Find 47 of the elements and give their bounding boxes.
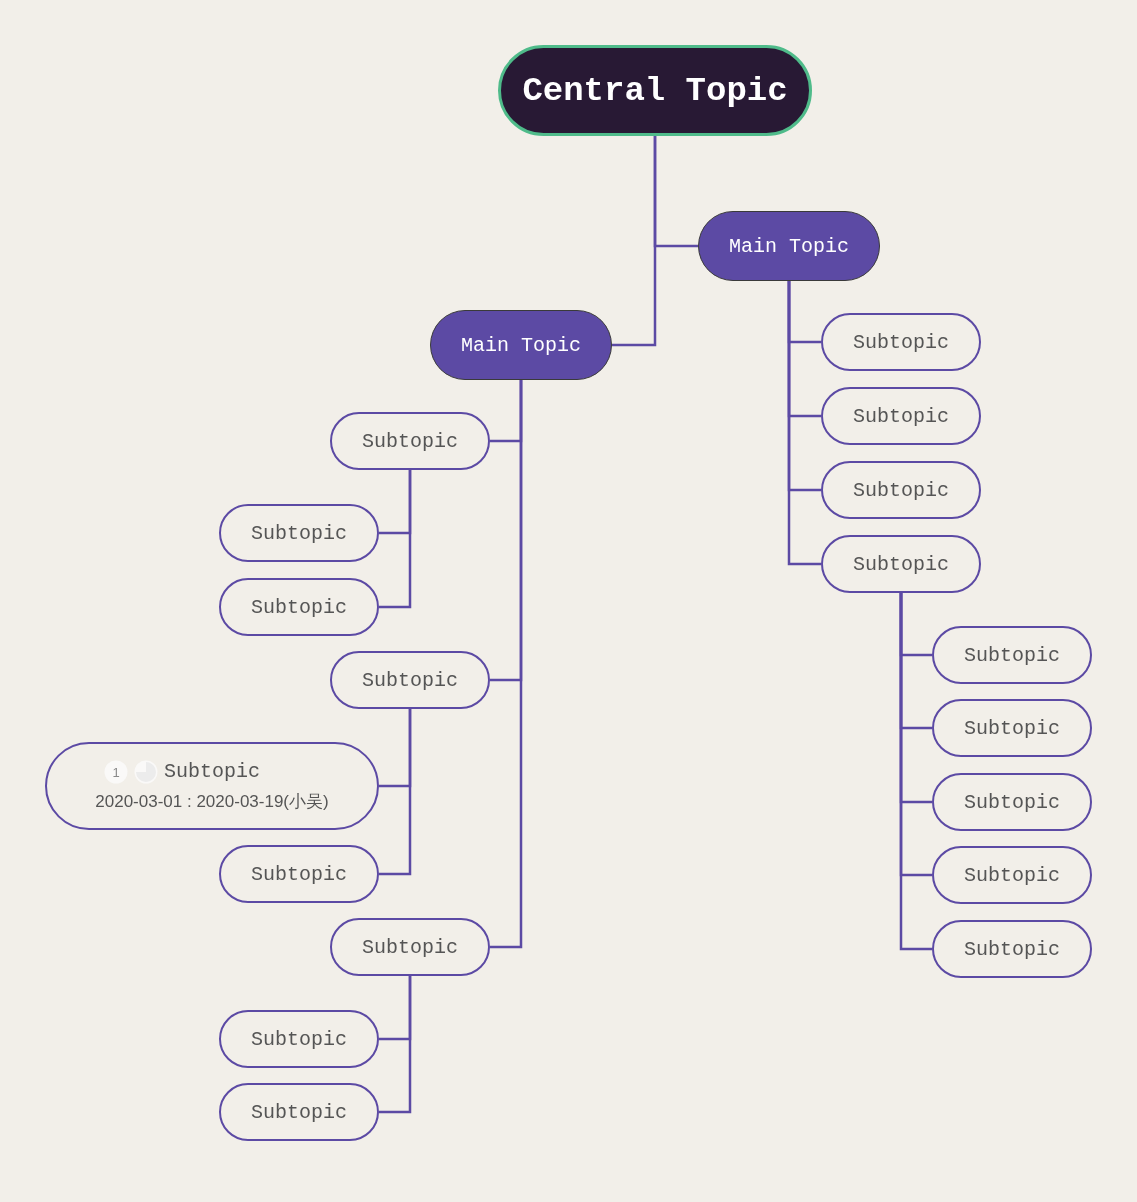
connector-line <box>490 380 523 949</box>
topic-text: Main Topic <box>729 234 849 258</box>
subtopic-box <box>932 626 1092 684</box>
subtopic-box <box>330 412 490 470</box>
topic-text: Central Topic <box>522 71 788 110</box>
subtopic-box <box>932 773 1092 831</box>
topic-text: Subtopic <box>251 862 347 886</box>
subtopic-box <box>932 920 1092 978</box>
subtopic-box <box>821 387 981 445</box>
topic-text: Subtopic <box>964 716 1060 740</box>
subtopic-box <box>821 313 981 371</box>
connector-line <box>379 470 412 609</box>
topic-text: Subtopic <box>362 668 458 692</box>
topic-text: Subtopic <box>853 404 949 428</box>
date-range-text: 2020-03-01 : 2020-03-19(小吴) <box>95 790 329 813</box>
topic-text: Subtopic <box>251 1027 347 1051</box>
subtopic-box <box>932 699 1092 757</box>
subtopic-box <box>932 846 1092 904</box>
subtopic-box <box>219 1010 379 1068</box>
connector-line <box>787 281 821 566</box>
topic-text: Subtopic <box>853 552 949 576</box>
connector-line <box>379 709 412 876</box>
topic-text: Subtopic <box>964 863 1060 887</box>
topic-text: Subtopic <box>164 760 260 783</box>
topic-text: Subtopic <box>251 595 347 619</box>
priority-icon: 1 <box>104 759 128 784</box>
topic-text: Main Topic <box>461 333 581 357</box>
topic-text: Subtopic <box>964 937 1060 961</box>
subtopic-box <box>219 578 379 636</box>
connector-line <box>612 136 657 347</box>
subtopic-box <box>219 845 379 903</box>
topic-text: Subtopic <box>362 935 458 959</box>
connector-line <box>899 593 932 951</box>
topic-text: Subtopic <box>853 330 949 354</box>
topic-text: Subtopic <box>362 429 458 453</box>
subtopic-box <box>330 918 490 976</box>
topic-text: Subtopic <box>251 521 347 545</box>
topic-text: Subtopic <box>853 478 949 502</box>
subtopic-box <box>821 535 981 593</box>
subtopic-box <box>821 461 981 519</box>
subtopic-box <box>219 1083 379 1141</box>
topic-text: Subtopic <box>964 790 1060 814</box>
subtopic-box <box>219 504 379 562</box>
subtopic-box <box>330 651 490 709</box>
topic-text: Subtopic <box>251 1100 347 1124</box>
topic-text: Subtopic <box>964 643 1060 667</box>
connector-line <box>379 976 412 1114</box>
